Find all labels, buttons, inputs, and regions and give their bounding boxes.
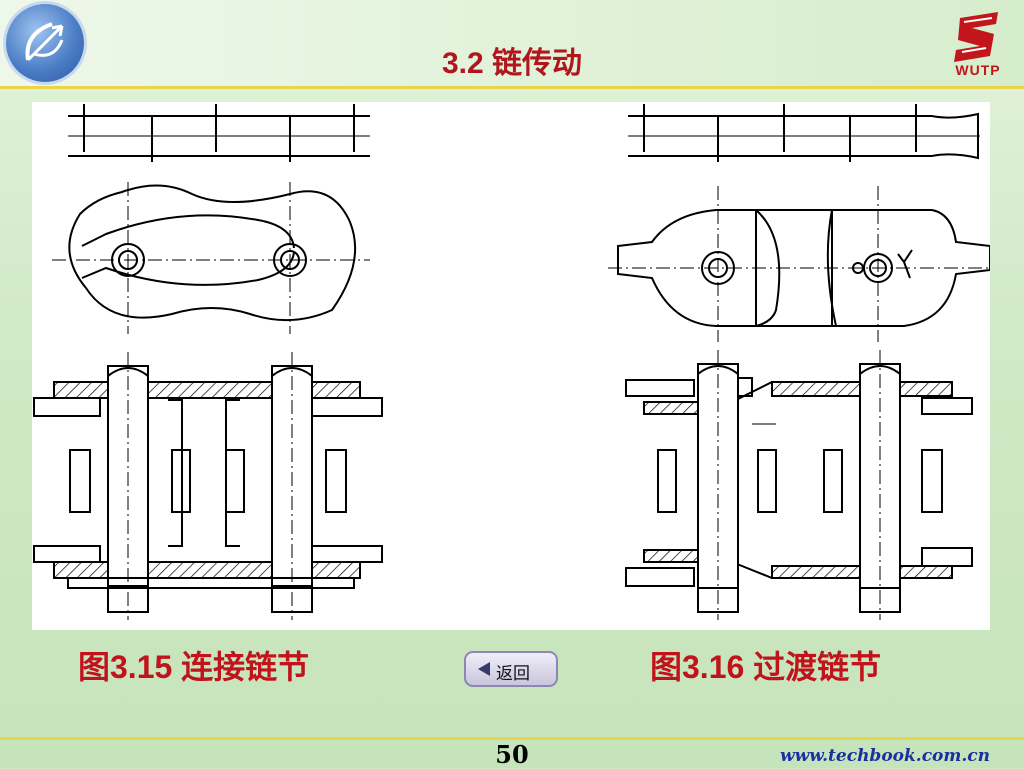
chain-link-drawing bbox=[32, 102, 991, 630]
technical-drawing bbox=[33, 104, 991, 620]
header-divider bbox=[0, 86, 1024, 89]
back-button[interactable]: 返回 bbox=[464, 651, 558, 687]
bow-arrow-icon bbox=[25, 22, 64, 62]
figure-caption-left: 图3.15 连接链节 bbox=[78, 649, 310, 685]
publisher-logo bbox=[954, 12, 998, 62]
slide-title: 3.2 链传动 bbox=[441, 47, 583, 80]
figure-3-16 bbox=[608, 104, 991, 620]
publisher-logo-text: WUTP bbox=[955, 62, 1001, 78]
footer-divider bbox=[0, 737, 1024, 740]
back-button-label: 返回 bbox=[496, 664, 530, 684]
header-bar bbox=[0, 0, 1024, 88]
school-logo bbox=[6, 4, 84, 82]
figure-3-15 bbox=[33, 104, 383, 620]
footer-url[interactable]: www.techbook.com.cn bbox=[779, 746, 990, 766]
back-arrow-icon bbox=[478, 662, 490, 676]
figure-caption-right: 图3.16 过渡链节 bbox=[650, 649, 882, 685]
page-number: 50 bbox=[495, 740, 529, 769]
